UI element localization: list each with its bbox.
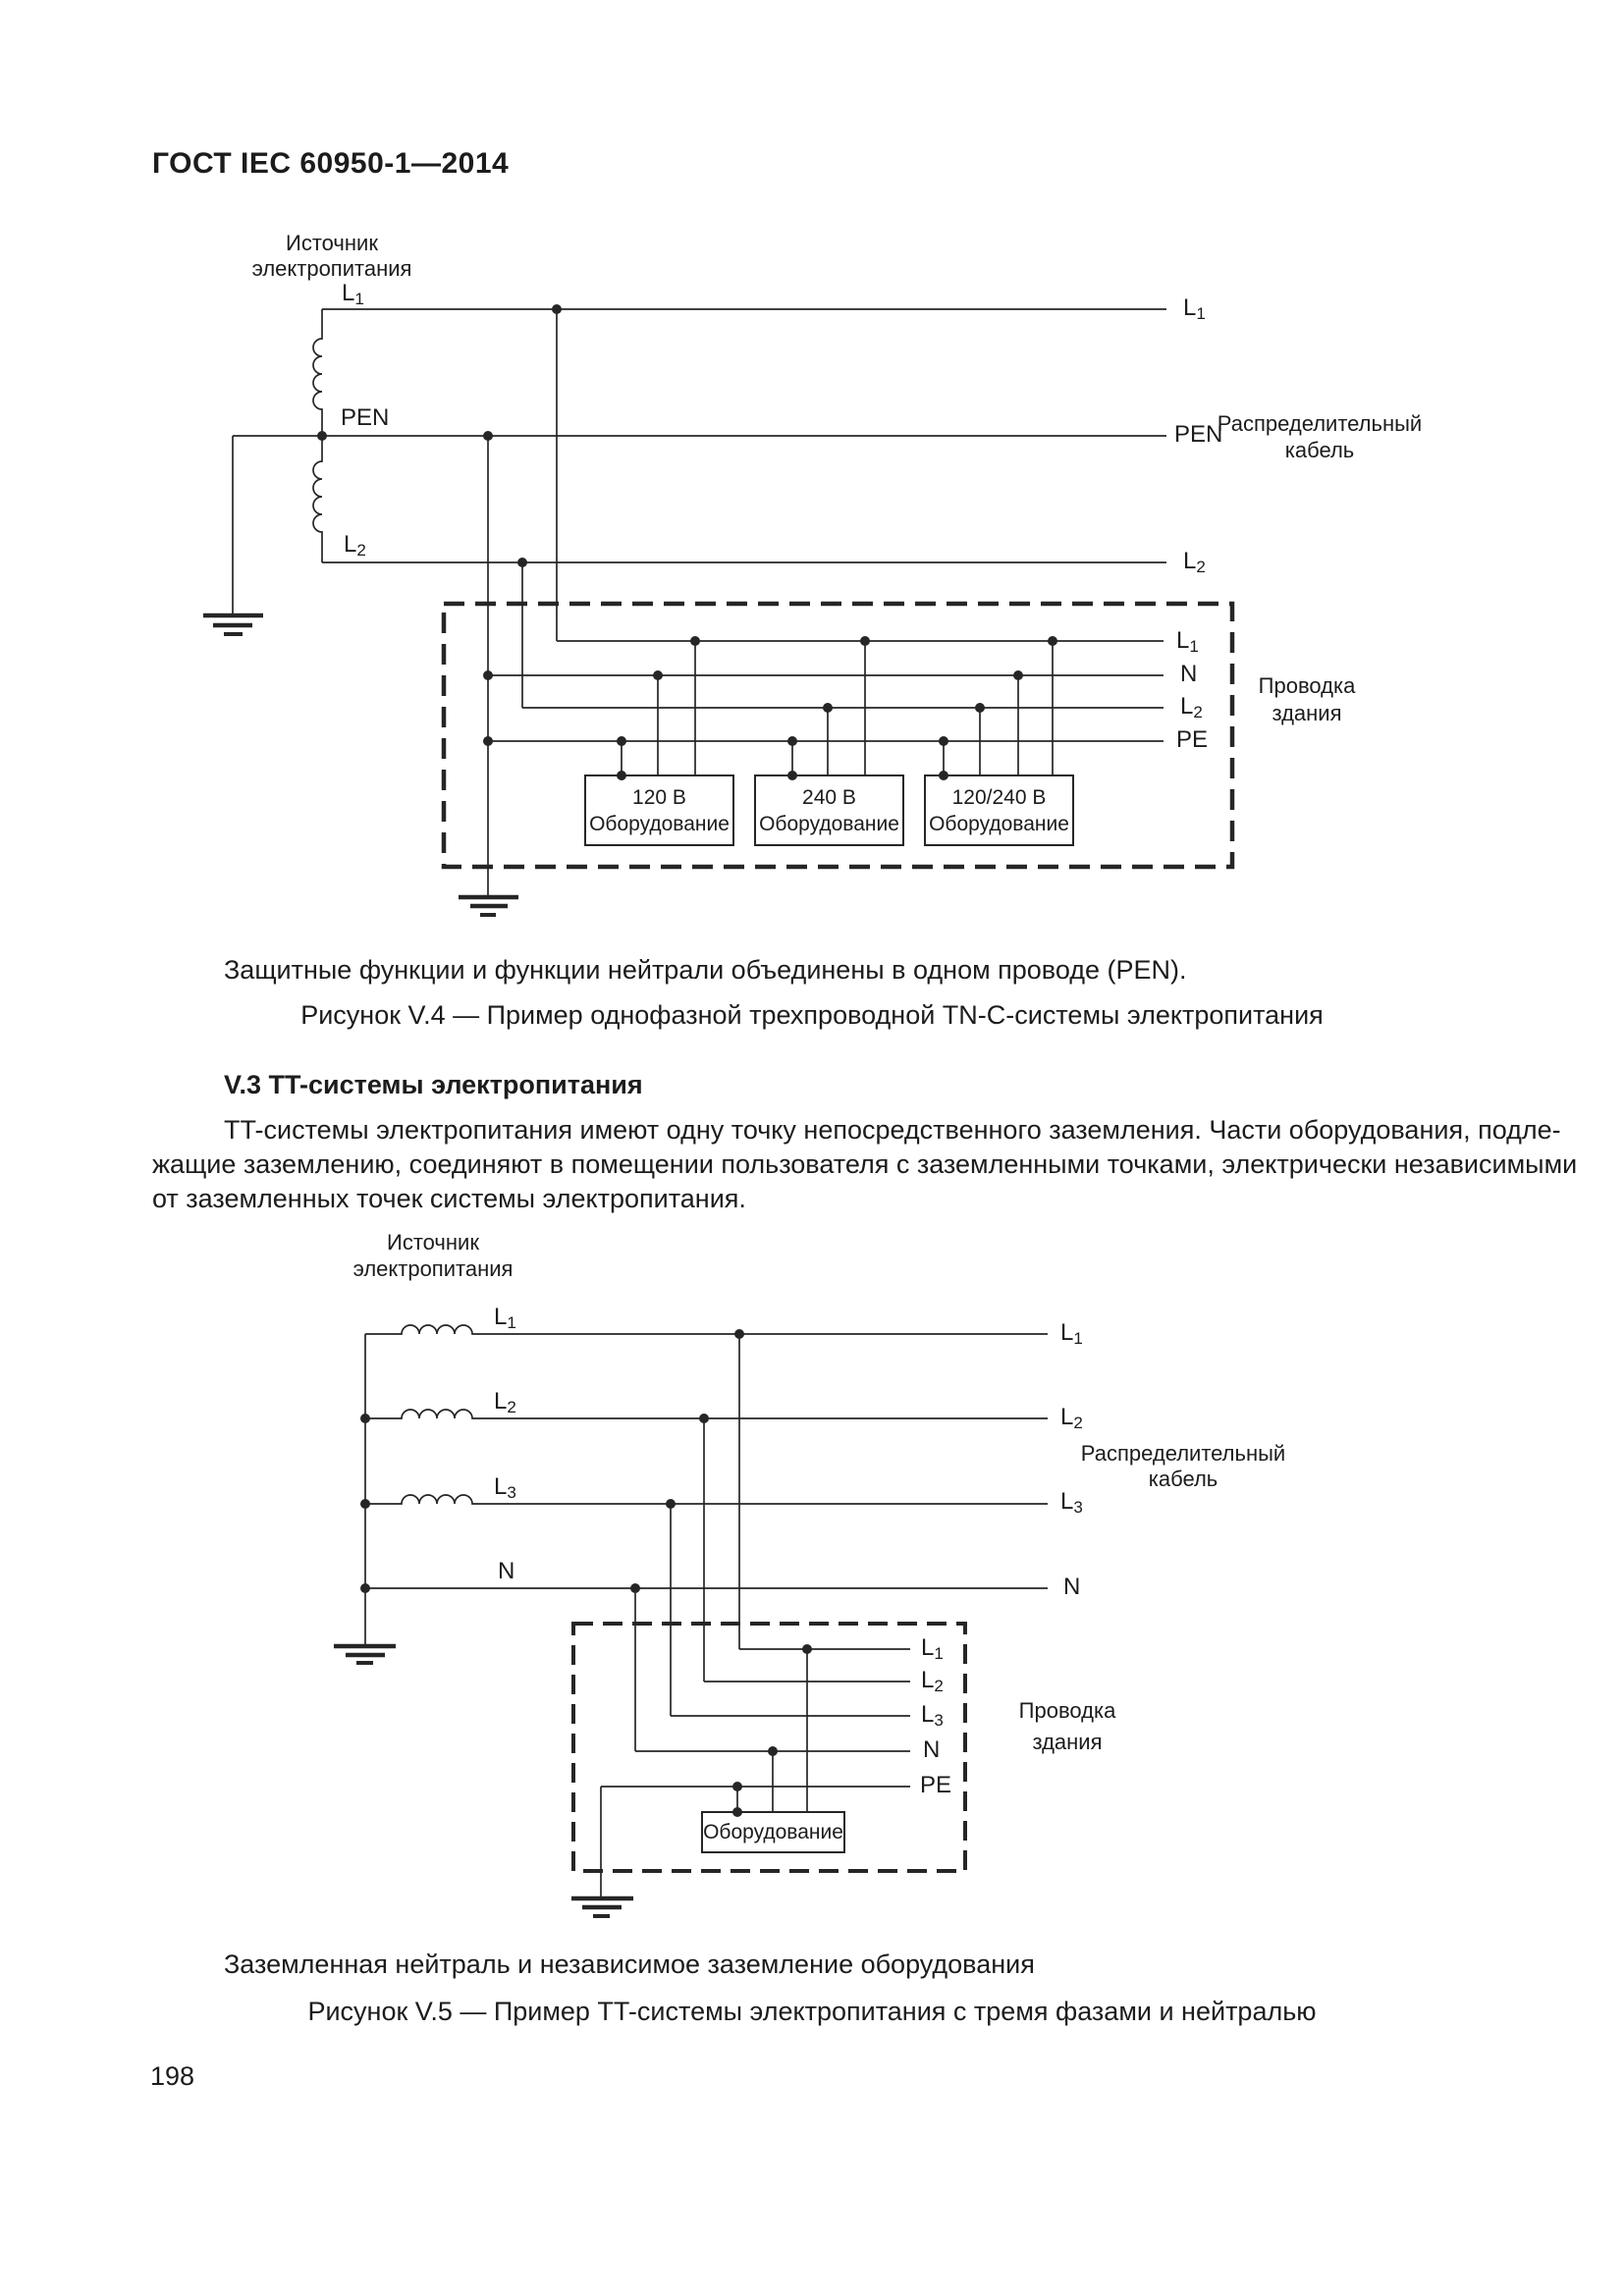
section-paragraph: TT-системы электропитания имеют одну точ… (152, 1113, 1578, 1216)
page-header: ГОСТ IEC 60950-1—2014 (152, 147, 510, 180)
equipment-name: Оборудование (929, 812, 1069, 835)
fig5-line-label-n: N (498, 1558, 515, 1584)
fig5-cable-label-l2: L2 (1060, 1404, 1083, 1432)
fig4-line-label-l1: L1 (342, 280, 364, 308)
fig5-source-ground-icon (334, 1643, 396, 1665)
equipment-voltage: 120/240 В (951, 785, 1047, 809)
fig5-cable-annotation-line1: Распределительный (1080, 1441, 1286, 1466)
fig5-building-annotation-line2: здания (1032, 1730, 1103, 1754)
section-heading: V.3 TT-системы электропитания (224, 1070, 643, 1099)
fig5-cable-label-l1: L1 (1060, 1319, 1083, 1348)
fig5-junction-dots (360, 1329, 812, 1817)
fig4-distribution-lines (232, 308, 1166, 614)
fig5-source-label-line2: электропитания (352, 1256, 514, 1281)
fig4-cable-label-l1: L1 (1183, 294, 1206, 323)
paragraph-line: жащие заземлению, соединяют в помещении … (152, 1149, 1578, 1179)
fig5-building-buses (601, 1648, 910, 1788)
fig4-building-annotation-line1: Проводка (1258, 673, 1356, 698)
fig5-equipment-ground-icon (571, 1896, 633, 1918)
fig5-source-label-line1: Источник (387, 1230, 479, 1255)
fig5-line-label-l3: L3 (494, 1473, 516, 1502)
fig4-equipment-box-120-240v: 120/240 В Оборудование (925, 775, 1073, 845)
fig4-equipment-box-120v: 120 В Оборудование (585, 775, 733, 845)
equipment-voltage: 120 В (632, 785, 686, 809)
equipment-name: Оборудование (589, 812, 730, 835)
fig5-equipment-outline (701, 1811, 845, 1853)
fig4-equipment-box-240v: 240 В Оборудование (755, 775, 903, 845)
fig4-line-label-pen: PEN (341, 404, 390, 431)
fig4-building-buses (488, 640, 1164, 742)
fig4-cable-label-l2: L2 (1183, 548, 1206, 576)
fig4-bus-label-pe: PE (1176, 726, 1209, 753)
fig5-cable-label-l3: L3 (1060, 1488, 1083, 1517)
fig4-source-label-line1: Источник (286, 231, 378, 255)
fig4-bus-label-l1: L1 (1176, 627, 1199, 656)
paragraph-line: TT-системы электропитания имеют одну точ… (224, 1115, 1561, 1145)
fig4-building-annotation-line2: здания (1272, 701, 1342, 725)
fig5-equipment-feeders (736, 1649, 808, 1812)
fig5-bus-label-l1: L1 (921, 1634, 944, 1663)
fig4-bus-label-n: N (1180, 661, 1198, 687)
fig5-cable-label-n: N (1063, 1574, 1081, 1600)
equipment-voltage: 240 В (802, 785, 856, 809)
fig4-service-drops (487, 309, 558, 895)
page-number: 198 (150, 2061, 195, 2091)
fig5-line-label-l1: L1 (494, 1304, 516, 1332)
fig4-note: Защитные функции и функции нейтрали объе… (224, 955, 1187, 985)
fig5-building-wiring-boundary (571, 1622, 967, 1873)
fig4-equipment-feeders (621, 641, 1054, 775)
fig4-caption: Рисунок V.4 — Пример однофазной трехпров… (300, 1000, 1324, 1030)
fig5-building-annotation-line1: Проводка (1018, 1698, 1116, 1723)
fig4-cable-annotation-line1: Распределительный (1217, 411, 1423, 436)
fig5-equipment-box: Оборудование (702, 1812, 844, 1852)
fig5-note: Заземленная нейтраль и независимое зазем… (224, 1949, 1035, 1979)
paragraph-line: от заземленных точек системы электропита… (152, 1184, 746, 1213)
fig5-distribution-lines (364, 1334, 1048, 1644)
fig4-junction-dots (317, 304, 1057, 780)
fig4-cable-label-pen: PEN (1174, 421, 1223, 448)
fig4-bus-label-l2: L2 (1180, 693, 1203, 721)
fig5-cable-annotation-line2: кабель (1148, 1467, 1218, 1491)
equipment-name: Оборудование (759, 812, 899, 835)
fig5-bus-label-l3: L3 (921, 1701, 944, 1730)
equipment-name: Оборудование (703, 1821, 843, 1843)
fig5-source-winding-icon (365, 1324, 1048, 1505)
fig5-bus-label-l2: L2 (921, 1667, 944, 1695)
fig4-equipment-outlines (584, 774, 1074, 846)
fig4-source-ground-icon (203, 613, 263, 636)
fig4-source-label-line2: электропитания (251, 256, 412, 281)
fig5-bus-label-pe: PE (920, 1772, 952, 1798)
fig4-building-wiring-boundary (441, 601, 1235, 870)
fig5-line-label-l2: L2 (494, 1388, 516, 1416)
fig5-caption: Рисунок V.5 — Пример TT-системы электроп… (307, 1997, 1317, 2026)
fig4-source-winding-icon (312, 309, 323, 562)
fig5-bus-label-n: N (923, 1736, 941, 1763)
fig5-service-drops (634, 1334, 740, 1751)
fig4-building-ground-icon (459, 894, 518, 917)
fig4-cable-annotation-line2: кабель (1284, 438, 1355, 462)
fig4-line-label-l2: L2 (344, 531, 366, 560)
